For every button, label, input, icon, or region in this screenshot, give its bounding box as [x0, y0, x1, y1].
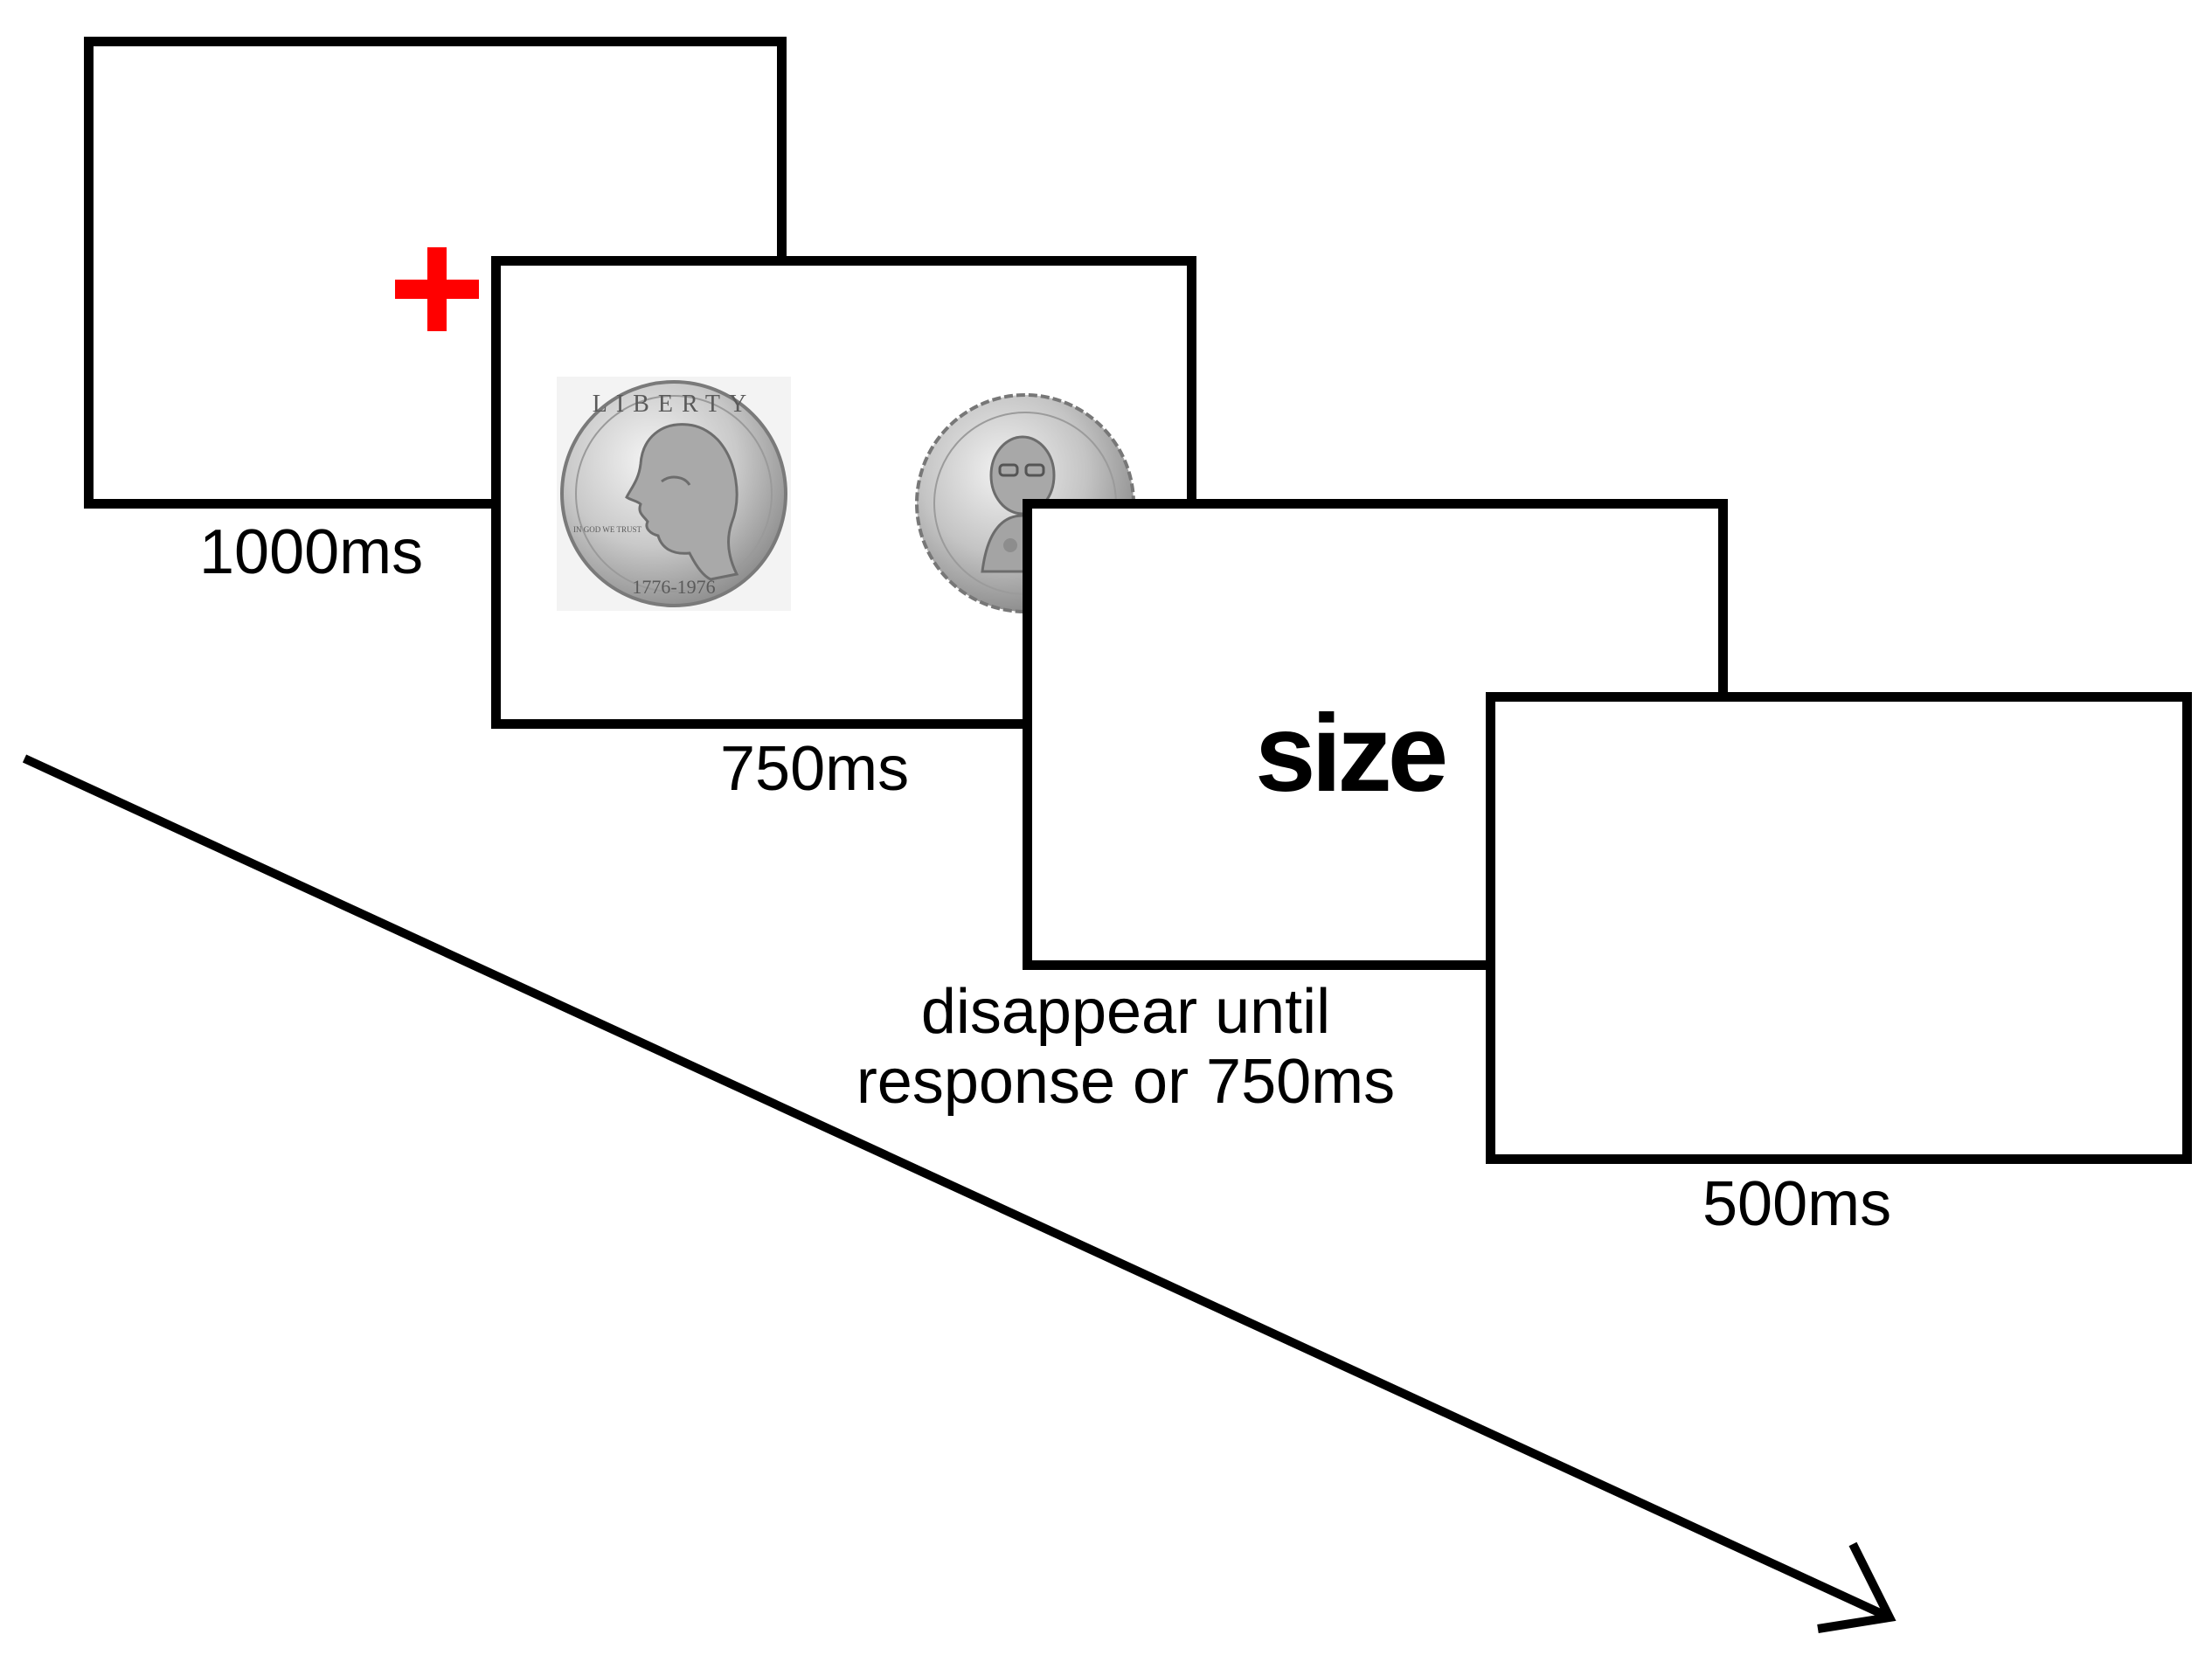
cue-duration-label: disappear until response or 750ms [820, 977, 1432, 1117]
fixation-duration-label: 1000ms [199, 517, 424, 587]
coin-motto-text: IN GOD WE TRUST [573, 525, 641, 534]
blank-duration-label: 500ms [1702, 1169, 1892, 1239]
blank-screen [1486, 692, 2192, 1164]
cue-word: size [1255, 693, 1448, 814]
us-dollar-coin-icon: LIBERTY IN GOD WE TRUST 1776-1976 [557, 377, 791, 611]
cue-duration-line-1: disappear until [920, 977, 1331, 1047]
cue-duration-line-2: response or 750ms [856, 1047, 1396, 1117]
stimulus-duration-label: 750ms [720, 734, 910, 804]
coin-liberty-text: LIBERTY [593, 391, 756, 418]
fixation-cross-icon [395, 247, 479, 331]
coin-year-text: 1776-1976 [632, 576, 715, 598]
